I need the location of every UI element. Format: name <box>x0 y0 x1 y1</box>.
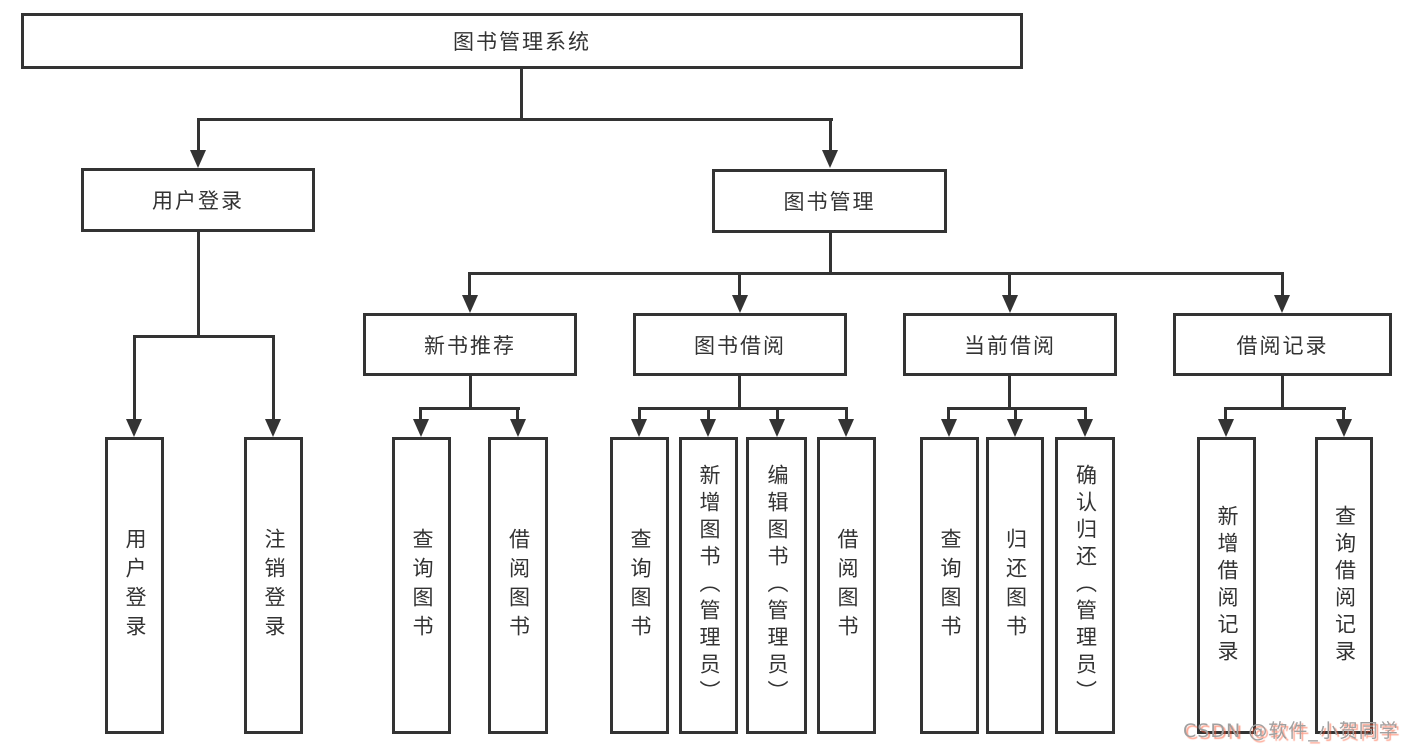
arrowhead-book-borrow <box>732 295 748 313</box>
arrowhead-current-borrow <box>1002 295 1018 313</box>
connector-drop-bb-borrow <box>845 407 848 419</box>
arrowhead-user-login <box>190 150 206 168</box>
arrowhead-cb-query <box>941 419 957 437</box>
connector-borrow-record-stem <box>1281 376 1284 407</box>
connector-root-stem <box>520 69 523 118</box>
leaf-br-add-record: 新增借阅记录 <box>1197 437 1256 734</box>
connector-new-book-stem <box>469 376 472 407</box>
leaf-cb-query-book: 查询图书 <box>920 437 979 734</box>
connector-current-borrow-hbar <box>948 407 1087 410</box>
arrowhead-logout-leaf <box>265 419 281 437</box>
csdn-watermark: CSDN @软件_小贺同学 <box>1183 720 1399 742</box>
arrowhead-bb-query <box>631 419 647 437</box>
connector-book-borrow-stem <box>738 376 741 407</box>
connector-drop-borrow-record <box>1281 272 1284 295</box>
arrowhead-borrow-record <box>1274 295 1290 313</box>
node-library-management-system: 图书管理系统 <box>21 13 1023 69</box>
connector-user-login-hbar <box>133 335 275 338</box>
leaf-bb-edit-book-admin: 编辑图书（管理员） <box>746 437 807 734</box>
connector-book-management-hbar <box>469 272 1284 275</box>
arrowhead-nb-borrow <box>510 419 526 437</box>
leaf-user-login: 用户登录 <box>105 437 164 734</box>
node-current-borrow: 当前借阅 <box>903 313 1117 376</box>
connector-drop-book-borrow <box>738 272 741 295</box>
connector-drop-logout-leaf <box>272 335 275 419</box>
leaf-nb-borrow-book: 借阅图书 <box>488 437 548 734</box>
connector-drop-current-borrow <box>1008 272 1011 295</box>
connector-drop-br-query <box>1342 407 1345 419</box>
connector-user-login-stem <box>197 232 200 335</box>
leaf-nb-query-book: 查询图书 <box>392 437 451 734</box>
connector-drop-bb-add <box>707 407 710 419</box>
arrowhead-new-book <box>462 295 478 313</box>
arrowhead-bb-edit <box>769 419 785 437</box>
arrowhead-cb-return <box>1007 419 1023 437</box>
leaf-cb-return-book: 归还图书 <box>986 437 1044 734</box>
node-book-management: 图书管理 <box>712 169 947 233</box>
connector-drop-nb-borrow <box>516 407 519 419</box>
arrowhead-cb-confirm <box>1077 419 1093 437</box>
node-user-login: 用户登录 <box>81 168 315 232</box>
leaf-bb-query-book: 查询图书 <box>610 437 669 734</box>
connector-borrow-record-hbar <box>1225 407 1346 410</box>
connector-drop-cb-confirm <box>1084 407 1087 419</box>
connector-drop-user-login <box>197 118 200 150</box>
connector-current-borrow-stem <box>1008 376 1011 407</box>
connector-drop-bb-query <box>638 407 641 419</box>
arrowhead-bb-borrow <box>838 419 854 437</box>
connector-root-hbar <box>197 118 833 121</box>
node-book-borrow: 图书借阅 <box>633 313 847 376</box>
connector-book-borrow-hbar <box>638 407 848 410</box>
arrowhead-bb-add <box>700 419 716 437</box>
arrowhead-br-add <box>1218 419 1234 437</box>
arrowhead-nb-query <box>413 419 429 437</box>
arrowhead-login-leaf <box>126 419 142 437</box>
connector-drop-new-book <box>468 272 471 295</box>
leaf-logout: 注销登录 <box>244 437 303 734</box>
leaf-bb-borrow-book: 借阅图书 <box>817 437 876 734</box>
connector-drop-nb-query <box>419 407 422 419</box>
node-new-book-recommend: 新书推荐 <box>363 313 577 376</box>
node-borrow-record: 借阅记录 <box>1173 313 1392 376</box>
connector-book-management-stem <box>829 233 832 272</box>
leaf-br-query-record: 查询借阅记录 <box>1315 437 1373 734</box>
connector-drop-bb-edit <box>776 407 779 419</box>
connector-drop-book-management <box>829 118 832 150</box>
leaf-bb-add-book-admin: 新增图书（管理员） <box>679 437 738 734</box>
connector-drop-cb-query <box>947 407 950 419</box>
connector-drop-login-leaf <box>133 335 136 419</box>
connector-drop-cb-return <box>1014 407 1017 419</box>
arrowhead-book-management <box>822 150 838 168</box>
connector-drop-br-add <box>1224 407 1227 419</box>
arrowhead-br-query <box>1336 419 1352 437</box>
leaf-cb-confirm-return-admin: 确认归还（管理员） <box>1055 437 1115 734</box>
connector-new-book-hbar <box>420 407 520 410</box>
